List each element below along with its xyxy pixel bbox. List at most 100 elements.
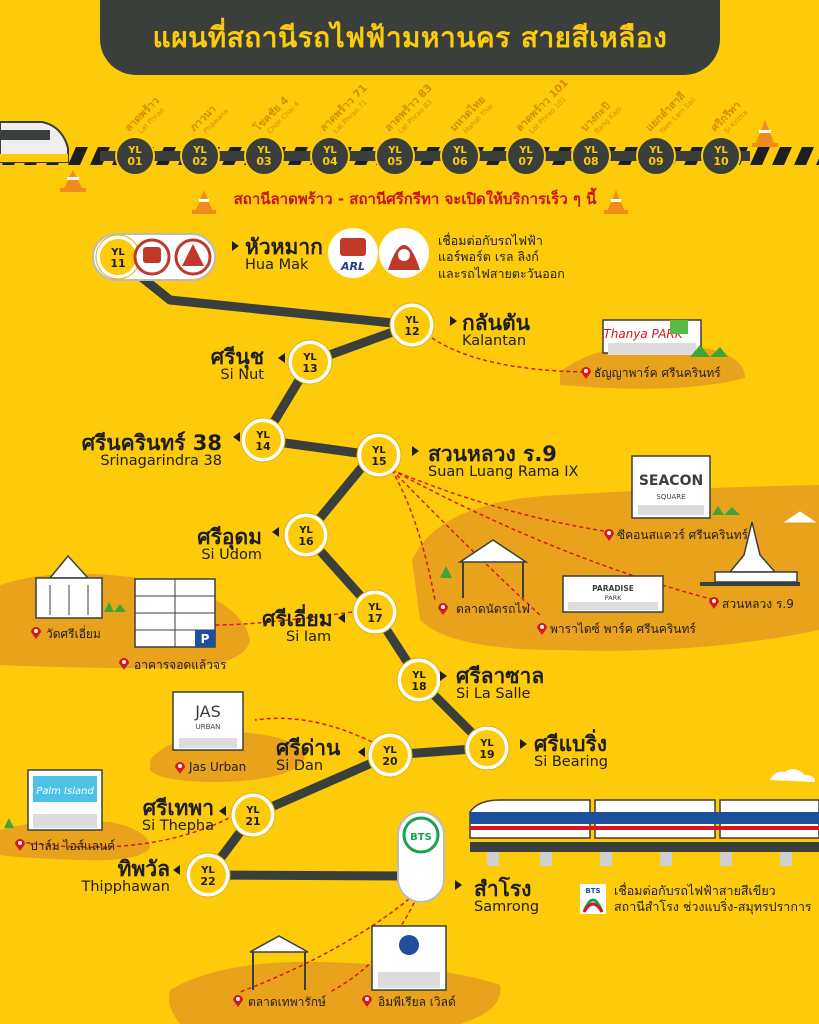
paradise-park-building: PARADISE PARK — [562, 575, 664, 613]
bts-logo: BTS — [580, 884, 606, 914]
label-arrow-icon — [233, 432, 240, 442]
station-code: YL — [387, 145, 402, 156]
location-pin-icon — [604, 529, 614, 541]
svg-text:ARL: ARL — [340, 260, 365, 273]
location-pin-icon — [15, 839, 25, 851]
station-number: 05 — [387, 155, 402, 168]
station-number: 04 — [322, 155, 338, 168]
station-number: 20 — [382, 755, 398, 768]
station-name-th: ศรีอุดม — [197, 525, 262, 549]
station-number: 15 — [371, 455, 386, 468]
location-pin-icon — [581, 367, 591, 379]
location-pin-icon — [30, 626, 42, 639]
place-label: อาคารจอดแล้วจร — [134, 658, 227, 672]
station-name-en: Si Udom — [201, 547, 262, 564]
station-number: 21 — [245, 815, 260, 828]
label-arrow-icon — [412, 446, 419, 456]
station-code: YL — [245, 805, 260, 816]
svg-text:P: P — [201, 632, 210, 646]
station-label-hua-mak: หัวหมาก Hua Mak — [245, 236, 323, 273]
station-code: YL — [583, 145, 598, 156]
station-number: 22 — [200, 875, 215, 888]
location-pin-icon — [233, 995, 243, 1007]
station-name-th: ศรีนุช — [210, 345, 264, 369]
station-number: 08 — [583, 155, 598, 168]
station-name-th: สวนหลวง ร.9 — [428, 442, 557, 466]
station-number: 14 — [255, 440, 271, 453]
station-label-si-udom: ศรีอุดม Si Udom — [150, 526, 262, 563]
zone-palm — [0, 821, 150, 861]
srt-logo — [379, 228, 429, 278]
station-number: 19 — [479, 748, 494, 761]
station-code: YL — [648, 145, 663, 156]
station-name-th: หัวหมาก — [245, 235, 323, 259]
suan-luang-pavilion — [700, 511, 817, 586]
station-name-en: Si Iam — [286, 629, 332, 646]
station-number: 03 — [256, 155, 271, 168]
station-code: YL — [404, 315, 419, 326]
seacon-square-building: SEACON SQUARE — [631, 455, 740, 519]
station-label-srinagarindra-38: ศรีนครินทร์ 38 Srinagarindra 38 — [50, 432, 222, 469]
station-name-en: Si Dan — [276, 758, 324, 775]
station-code: YL — [127, 145, 142, 156]
station-code: YL — [382, 745, 397, 756]
place-label: พาราไดซ์ พาร์ค ศรีนครินทร์ — [550, 622, 696, 636]
hua-mak-connection-note: เชื่อมต่อกับรถไฟฟ้า แอร์พอร์ต เรล ลิงก์ … — [438, 233, 565, 281]
place-label: ปาล์ม ไอส์แลนด์ — [30, 839, 116, 853]
place-label: ซีคอนสแควร์ ศรีนครินทร์ — [617, 528, 748, 542]
station-label-thipphawan: ทิพวัล Thipphawan — [60, 858, 171, 895]
label-arrow-icon — [278, 353, 285, 363]
station-name-en: Samrong — [474, 899, 540, 916]
thanya-park-building: Thanya PARK — [602, 319, 728, 357]
label-arrow-icon — [338, 613, 345, 623]
place-label: ตลาดนัดรถไฟ — [456, 602, 530, 616]
station-label-si-iam: ศรีเอี่ยม Si Iam — [262, 608, 333, 645]
samrong-pill: BTS — [397, 811, 445, 903]
station-code: YL — [367, 602, 382, 613]
station-label-si-thepha: ศรีเทพา Si Thepha — [120, 797, 214, 834]
station-name-th: ศรีลาซาล — [456, 664, 545, 688]
station-name-th: ศรีเอี่ยม — [262, 607, 333, 631]
station-label-si-bearing: ศรีแบริ่ง Si Bearing — [534, 733, 608, 770]
station-name-th: กลันตัน — [462, 311, 530, 335]
svg-text:SQUARE: SQUARE — [656, 493, 685, 501]
label-arrow-icon — [358, 747, 365, 757]
svg-text:Thanya PARK: Thanya PARK — [603, 327, 683, 341]
label-arrow-icon — [219, 806, 226, 816]
station-code: YL — [256, 145, 271, 156]
bts-skytrain-icon — [469, 769, 819, 866]
monorail-train-icon — [0, 121, 69, 163]
place-label: วัดศรีเอี่ยม — [46, 627, 101, 641]
arl-logo: ARL — [328, 228, 378, 278]
station-number: 11 — [110, 257, 125, 270]
station-label-si-dan: ศรีด่าน Si Dan — [276, 737, 340, 774]
station-code: YL — [110, 247, 125, 258]
location-pin-icon — [175, 762, 185, 774]
station-name-en: Hua Mak — [245, 257, 309, 274]
svg-text:PARADISE: PARADISE — [592, 584, 634, 593]
srt-icon — [174, 238, 212, 276]
station-code: YL — [322, 145, 337, 156]
station-number: 06 — [452, 155, 468, 168]
station-name-en: Suan Luang Rama IX — [428, 464, 579, 481]
label-arrow-icon — [272, 527, 279, 537]
station-code: YL — [298, 525, 313, 536]
svg-text:URBAN: URBAN — [196, 723, 221, 731]
station-code: YL — [713, 145, 728, 156]
station-name-en: Kalantan — [462, 333, 527, 350]
location-pin-icon — [362, 995, 372, 1007]
station-name-en: Si Bearing — [534, 754, 608, 771]
page-header: แผนที่สถานีรถไฟฟ้ามหานคร สายสีเหลือง — [100, 0, 720, 75]
station-name-th: ศรีนครินทร์ 38 — [81, 431, 222, 455]
station-code: YL — [452, 145, 467, 156]
station-number: 09 — [648, 155, 663, 168]
